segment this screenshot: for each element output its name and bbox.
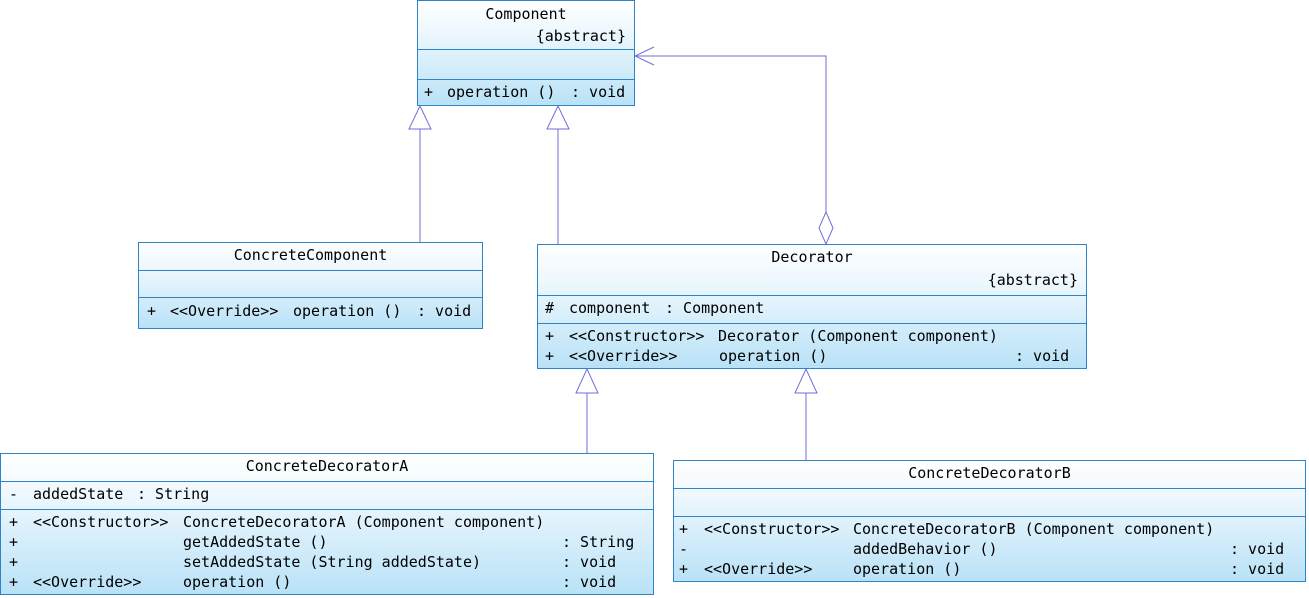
- generalization-arrowhead: [408, 104, 432, 130]
- class-header: ConcreteDecoratorB: [674, 461, 1305, 489]
- generalization-arrowhead: [575, 367, 599, 394]
- operations-compartment: + operation () : void: [418, 80, 634, 107]
- operation-name: setAddedState (String addedState): [183, 553, 482, 571]
- operation-return: : void: [562, 553, 617, 571]
- operation-visibility: -: [679, 540, 689, 558]
- aggregation-line: [635, 55, 827, 212]
- operation-visibility: +: [424, 83, 434, 101]
- operation-stereotype: <<Constructor>>: [704, 520, 840, 538]
- attribute-type: : Component: [665, 299, 765, 317]
- operation-visibility: +: [147, 302, 157, 320]
- operation-visibility: +: [9, 533, 19, 551]
- abstract-label: {abstract}: [987, 271, 1078, 289]
- operation-name: operation (): [853, 560, 962, 578]
- operation-visibility: +: [679, 520, 689, 538]
- operation-stereotype: <<Override>>: [33, 573, 142, 591]
- class-name: Component: [485, 5, 567, 23]
- attribute-name: addedState: [33, 485, 124, 503]
- operations-compartment: + <<Override>> operation () : void: [139, 298, 482, 330]
- attribute-name: component: [569, 299, 651, 317]
- class-name: ConcreteDecoratorB: [908, 464, 1071, 482]
- operation-stereotype: <<Override>>: [170, 302, 279, 320]
- class-header: Component {abstract}: [418, 1, 634, 50]
- class-decorator[interactable]: Decorator {abstract} # component : Compo…: [537, 244, 1087, 369]
- operation-return: : void: [1015, 347, 1070, 365]
- generalization-arrowhead: [546, 104, 570, 130]
- operation-name: operation (): [293, 302, 402, 320]
- class-header: ConcreteDecoratorA: [1, 454, 653, 482]
- operation-name: Decorator (Component component): [718, 327, 998, 345]
- class-name: ConcreteDecoratorA: [245, 457, 409, 475]
- class-name: ConcreteComponent: [233, 246, 388, 264]
- attribute-type: : String: [137, 485, 210, 503]
- attributes-compartment: [674, 489, 1305, 517]
- operation-return: : void: [562, 573, 617, 591]
- operation-name: ConcreteDecoratorB (Component component): [853, 520, 1215, 538]
- operation-visibility: +: [9, 553, 19, 571]
- class-header: Decorator {abstract}: [538, 245, 1086, 296]
- attribute-visibility: #: [545, 299, 555, 317]
- operation-name: operation (): [447, 83, 556, 101]
- operation-stereotype: <<Constructor>>: [33, 513, 169, 531]
- attributes-compartment: - addedState : String: [1, 482, 653, 510]
- generalization-arrowhead: [794, 367, 818, 394]
- operations-compartment: + <<Constructor>> ConcreteDecoratorB (Co…: [674, 517, 1305, 583]
- attribute-visibility: -: [9, 485, 19, 503]
- operation-name: operation (): [183, 573, 292, 591]
- class-concrete-decorator-b[interactable]: ConcreteDecoratorB + <<Constructor>> Con…: [673, 460, 1306, 582]
- class-component[interactable]: Component {abstract} + operation () : vo…: [417, 0, 635, 106]
- operation-name: ConcreteDecoratorA (Component component): [183, 513, 545, 531]
- operation-return: : void: [417, 302, 472, 320]
- operation-visibility: +: [9, 573, 19, 591]
- attributes-compartment: # component : Component: [538, 296, 1086, 324]
- operation-return: : void: [571, 83, 626, 101]
- class-header: ConcreteComponent: [139, 243, 482, 271]
- operation-return: : String: [562, 533, 635, 551]
- operation-stereotype: <<Constructor>>: [569, 327, 705, 345]
- operation-return: : void: [1230, 560, 1285, 578]
- operation-stereotype: <<Override>>: [569, 347, 678, 365]
- class-name: Decorator: [771, 248, 853, 266]
- operation-return: : void: [1230, 540, 1285, 558]
- attributes-compartment: [418, 50, 634, 80]
- class-concrete-component[interactable]: ConcreteComponent + <<Override>> operati…: [138, 242, 483, 329]
- class-concrete-decorator-a[interactable]: ConcreteDecoratorA - addedState : String…: [0, 453, 654, 595]
- operations-compartment: + <<Constructor>> ConcreteDecoratorA (Co…: [1, 510, 653, 596]
- abstract-label: {abstract}: [535, 27, 626, 45]
- operation-visibility: +: [679, 560, 689, 578]
- operation-visibility: +: [545, 327, 555, 345]
- operation-name: addedBehavior (): [853, 540, 998, 558]
- operation-visibility: +: [9, 513, 19, 531]
- aggregation-diamond: [818, 210, 834, 246]
- operation-name: getAddedState (): [183, 533, 328, 551]
- operation-name: operation (): [719, 347, 828, 365]
- operation-visibility: +: [545, 347, 555, 365]
- aggregation-open-arrowhead: [633, 46, 655, 66]
- operation-stereotype: <<Override>>: [704, 560, 813, 578]
- operations-compartment: + <<Constructor>> Decorator (Component c…: [538, 324, 1086, 370]
- attributes-compartment: [139, 271, 482, 298]
